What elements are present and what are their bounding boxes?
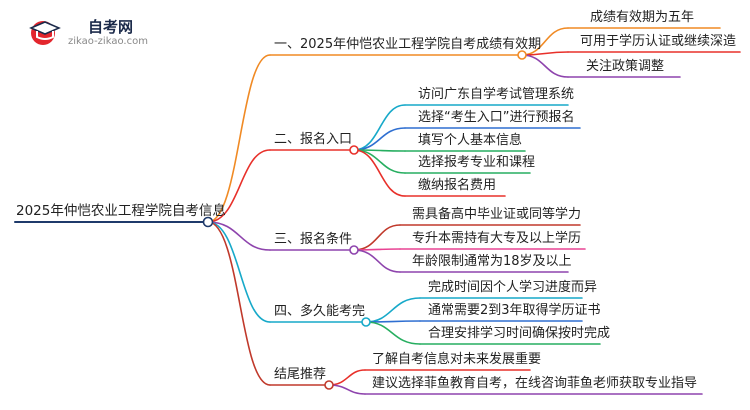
branch-validity: 一、2025年仲恺农业工程学院自考成绩有效期 [274, 37, 542, 52]
leaf-validity-policy: 关注政策调整 [586, 59, 665, 74]
graduation-cap-icon [29, 21, 61, 45]
logo-url: zikao-zikao.com [68, 36, 148, 47]
leaf-conditions-upgrade: 专升本需持有大专及以上学历 [412, 231, 582, 246]
leaf-recommend-feiyu: 建议选择菲鱼教育自考，在线咨询菲鱼老师获取专业指导 [372, 376, 698, 391]
logo-name: 自考网 [88, 18, 134, 36]
leaf-registration-info: 填写个人基本信息 [418, 133, 523, 148]
leaf-duration-plan: 合理安排学习时间确保按时完成 [428, 326, 611, 341]
leaf-duration-varies: 完成时间因个人学习进度而异 [428, 280, 598, 295]
leaf-duration-years: 通常需要2到3年取得学历证书 [428, 303, 601, 318]
leaf-conditions-highschool: 需具备高中毕业证或同等学力 [412, 207, 582, 222]
root-node: 2025年仲恺农业工程学院自考信息 [16, 203, 226, 219]
logo [28, 16, 62, 50]
leaf-validity-usage: 可用于学历认证或继续深造 [580, 34, 737, 49]
branch-recommendation: 结尾推荐 [274, 367, 327, 382]
branch-duration: 四、多久能考完 [274, 304, 366, 319]
leaf-registration-fee: 缴纳报名费用 [418, 178, 497, 193]
leaf-conditions-age: 年龄限制通常为18岁及以上 [412, 254, 572, 269]
branch-conditions: 三、报名条件 [274, 232, 353, 247]
leaf-validity-five-years: 成绩有效期为五年 [590, 10, 695, 25]
leaf-registration-visit: 访问广东自学考试管理系统 [418, 87, 575, 102]
leaf-registration-entry: 选择“考生入口”进行预报名 [418, 110, 575, 125]
leaf-recommend-importance: 了解自考信息对未来发展重要 [372, 352, 542, 367]
leaf-registration-major: 选择报考专业和课程 [418, 155, 536, 170]
branch-registration: 二、报名入口 [274, 132, 353, 147]
